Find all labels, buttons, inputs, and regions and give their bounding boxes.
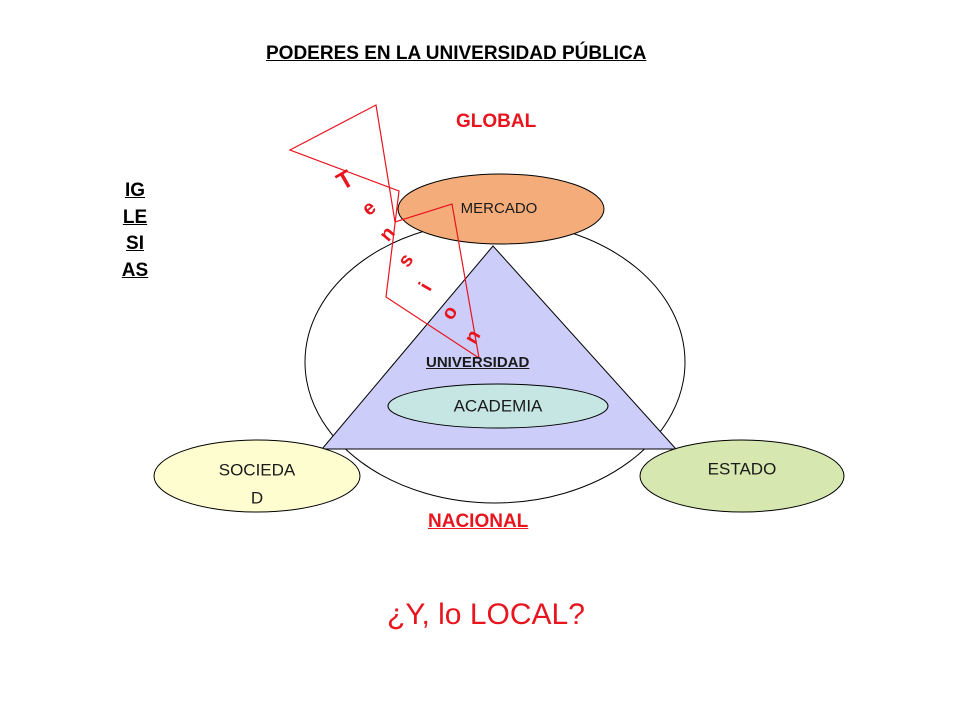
universidad-label: UNIVERSIDAD	[426, 354, 530, 371]
global-label: GLOBAL	[456, 111, 537, 132]
tension-letter: s	[394, 250, 418, 272]
estado-label: ESTADO	[708, 459, 777, 478]
estado-ellipse	[639, 439, 845, 513]
iglesias-label: IGLESIAS	[121, 180, 149, 281]
sociedad-ellipse	[153, 439, 361, 513]
mercado-label: MERCADO	[461, 200, 538, 217]
tension-letter: e	[358, 196, 381, 220]
nacional-label: NACIONAL	[428, 511, 529, 532]
sociedad-label-line2: D	[251, 488, 263, 507]
page-title: PODERES EN LA UNIVERSIDAD PÚBLICA	[266, 43, 647, 64]
mercado-ellipse	[397, 173, 605, 245]
tension-letter: n	[375, 222, 400, 246]
academia-label: ACADEMIA	[454, 396, 543, 415]
tension-letter: T	[332, 165, 358, 196]
academia-ellipse	[387, 383, 609, 429]
local-question: ¿Y, lo LOCAL?	[387, 598, 585, 631]
tension-lightning-bolt	[288, 104, 480, 360]
tension-letter: i	[415, 279, 437, 295]
sociedad-label-line1: SOCIEDA	[219, 460, 296, 479]
